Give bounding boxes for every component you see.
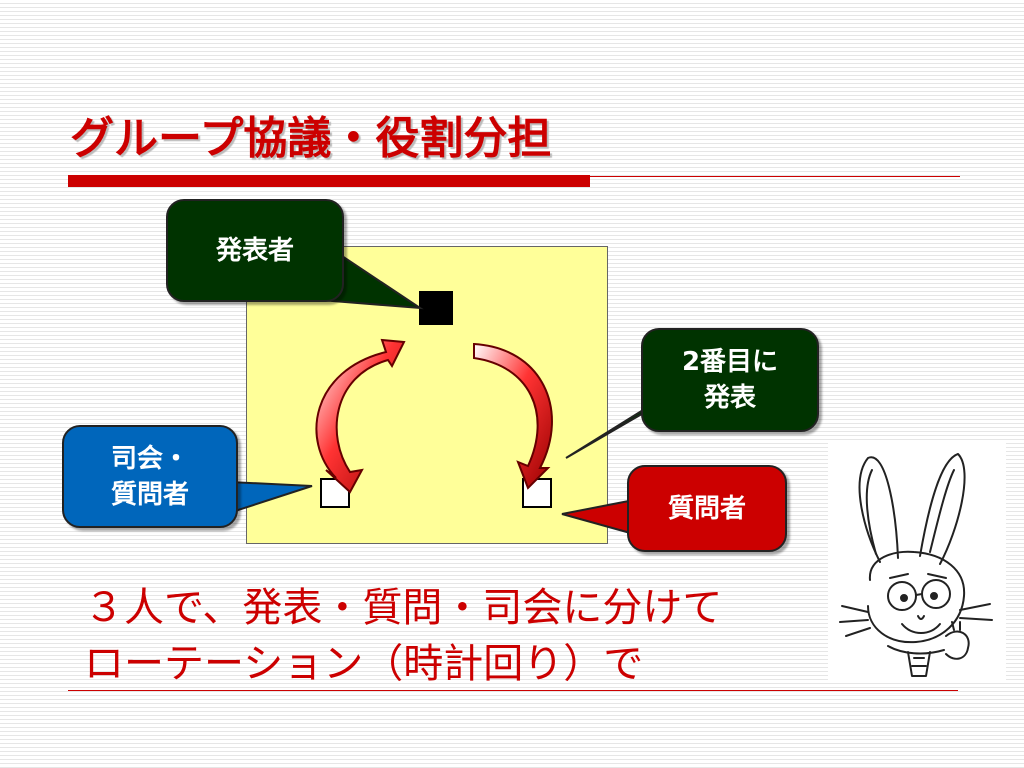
chair-questioner-callout: 司会・ 質問者 (62, 425, 238, 528)
rotation-arrow-left-icon (315, 338, 406, 494)
rotation-instructions-line1: ３人で、発表・質問・司会に分けて (84, 585, 723, 631)
presenter-callout-label: 発表者 (215, 235, 294, 266)
chair-callout-tail (228, 480, 313, 514)
title-underline-thick (68, 175, 590, 187)
presenter-seat-marker (419, 291, 453, 325)
rotation-instructions: ３人で、発表・質問・司会に分けてローテーション（時計回り）で (84, 580, 722, 692)
rabbit-illustration-panel (828, 440, 1006, 680)
rotation-arrow-right-icon (473, 342, 553, 490)
rotation-instructions-line2: ローテーション（時計回り）で (84, 641, 644, 687)
presenter-callout: 発表者 (166, 199, 344, 302)
questioner-callout: 質問者 (627, 465, 787, 552)
rabbit-with-glasses-icon (839, 453, 993, 677)
questioner-callout-label: 質問者 (667, 493, 746, 524)
chair-questioner-callout-label: 司会・ 質問者 (110, 443, 189, 510)
questioner-callout-tail (561, 498, 635, 536)
second-presenter-callout-label: 2番目に 発表 (681, 347, 779, 413)
second-presenter-callout: 2番目に 発表 (641, 328, 819, 432)
slide-title: グループ協議・役割分担 (70, 113, 552, 164)
title-underline-thin (590, 176, 960, 177)
bottom-rule (68, 690, 958, 691)
